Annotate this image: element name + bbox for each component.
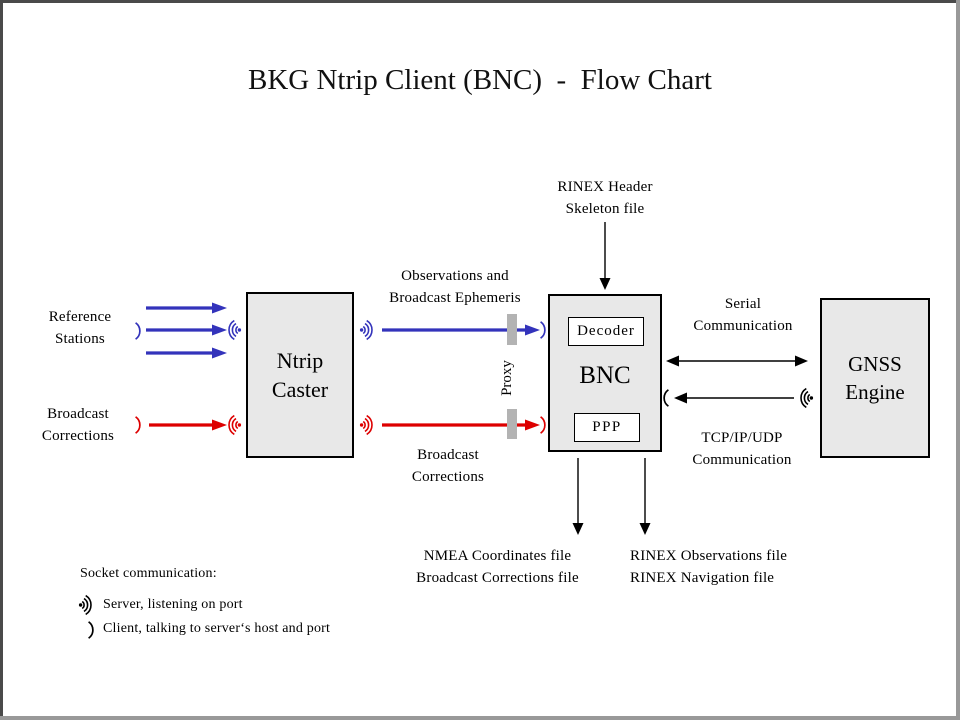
server-socket-icon — [359, 414, 373, 436]
observations-line2: Broadcast Ephemeris — [389, 290, 521, 306]
rinex-output-arrow-head — [639, 523, 651, 535]
legend-client-socket-icon — [87, 620, 94, 640]
reference-stations-line1: Reference — [48, 309, 112, 325]
node-gnss-engine: GNSS Engine — [820, 298, 930, 458]
gnss-label-line2: Engine — [845, 380, 905, 404]
ntrip-caster-label-line2: Caster — [271, 377, 329, 402]
broadcast-corrections-stream-line2: Corrections — [411, 469, 485, 485]
blue-arrow-2-head — [212, 324, 227, 336]
reference-stations-line2: Stations — [55, 331, 105, 347]
broadcast-corrections-input-line2: Corrections — [41, 428, 115, 444]
nmea-output-arrow-head — [572, 523, 584, 535]
label-observations-stream: Observations and Broadcast Ephemeris — [352, 265, 558, 309]
server-socket-icon — [228, 414, 242, 436]
ppp-label: PPP — [592, 419, 622, 435]
client-socket-icon — [539, 415, 546, 435]
node-decoder: Decoder — [568, 317, 644, 346]
corrections-arrow-head — [525, 419, 540, 431]
label-tcp-communication: TCP/IP/UDP Communication — [661, 427, 823, 471]
node-ntrip-caster: Ntrip Caster — [246, 292, 354, 458]
observations-line1: Observations and — [401, 268, 509, 284]
label-rinex-outputs: RINEX Observations file RINEX Navigation… — [630, 545, 860, 589]
page-title: BKG Ntrip Client (BNC) - Flow Chart — [248, 64, 712, 96]
legend-server-socket-icon — [78, 594, 92, 616]
serial-arrow-head-right — [795, 355, 808, 367]
legend-server-text: Server, listening on port — [103, 597, 243, 612]
blue-arrow-3-head — [212, 347, 227, 359]
legend-client-text: Client, talking to server‘s host and por… — [103, 621, 331, 636]
serial-comm-line2: Communication — [693, 318, 793, 334]
proxy-bars — [507, 314, 517, 439]
broadcast-corrections-input-line1: Broadcast — [47, 406, 109, 422]
tcp-comm-line1: TCP/IP/UDP — [701, 430, 783, 446]
rinex-header-line1: RINEX Header — [557, 179, 653, 195]
server-socket-icon — [228, 319, 242, 341]
observations-arrow-head — [525, 324, 540, 336]
label-reference-stations: Reference Stations — [10, 306, 150, 350]
tcp-comm-line2: Communication — [692, 452, 792, 468]
tcp-arrow-head — [674, 392, 687, 404]
proxy-bar-top — [507, 314, 517, 345]
server-socket-icon — [800, 387, 814, 409]
broadcast-corrections-stream-line1: Broadcast — [417, 447, 479, 463]
legend-title: Socket communication: — [80, 566, 217, 581]
rinex-outputs-line1: RINEX Observations file — [630, 548, 788, 564]
label-broadcast-corrections-stream: Broadcast Corrections — [378, 444, 518, 488]
label-nmea-outputs: NMEA Coordinates file Broadcast Correcti… — [385, 545, 610, 589]
broadcast-corrections-streams — [134, 414, 546, 436]
serial-arrow-head-left — [666, 355, 679, 367]
node-ppp: PPP — [574, 413, 640, 442]
blue-arrow-1-head — [212, 302, 227, 314]
black-connectors — [78, 222, 814, 640]
decoder-label: Decoder — [577, 323, 635, 339]
rinex-header-line2: Skeleton file — [565, 201, 645, 217]
client-socket-icon — [539, 320, 546, 340]
serial-comm-line1: Serial — [724, 296, 762, 312]
reference-station-streams — [134, 302, 546, 359]
bnc-label: BNC — [579, 362, 631, 389]
red-arrow-1-head — [212, 419, 227, 431]
label-serial-communication: Serial Communication — [663, 293, 823, 337]
node-bnc: Decoder BNC PPP — [548, 294, 662, 452]
server-socket-icon — [359, 319, 373, 341]
rinex-header-arrow-head — [599, 278, 611, 290]
nmea-outputs-line1: NMEA Coordinates file — [423, 548, 572, 564]
frame-top — [0, 0, 960, 3]
client-socket-icon — [663, 388, 670, 408]
frame-right — [956, 0, 960, 720]
label-rinex-header: RINEX Header Skeleton file — [525, 176, 685, 220]
rinex-outputs-line2: RINEX Navigation file — [630, 570, 775, 586]
frame-left — [0, 0, 3, 720]
ntrip-caster-label-line1: Ntrip — [276, 348, 324, 373]
label-broadcast-corrections-input: Broadcast Corrections — [8, 403, 148, 447]
nmea-outputs-line2: Broadcast Corrections file — [416, 570, 579, 586]
label-proxy: Proxy — [499, 360, 515, 396]
gnss-label-line1: GNSS — [848, 352, 902, 376]
frame-bottom — [0, 716, 960, 720]
proxy-bar-bottom — [507, 409, 517, 439]
